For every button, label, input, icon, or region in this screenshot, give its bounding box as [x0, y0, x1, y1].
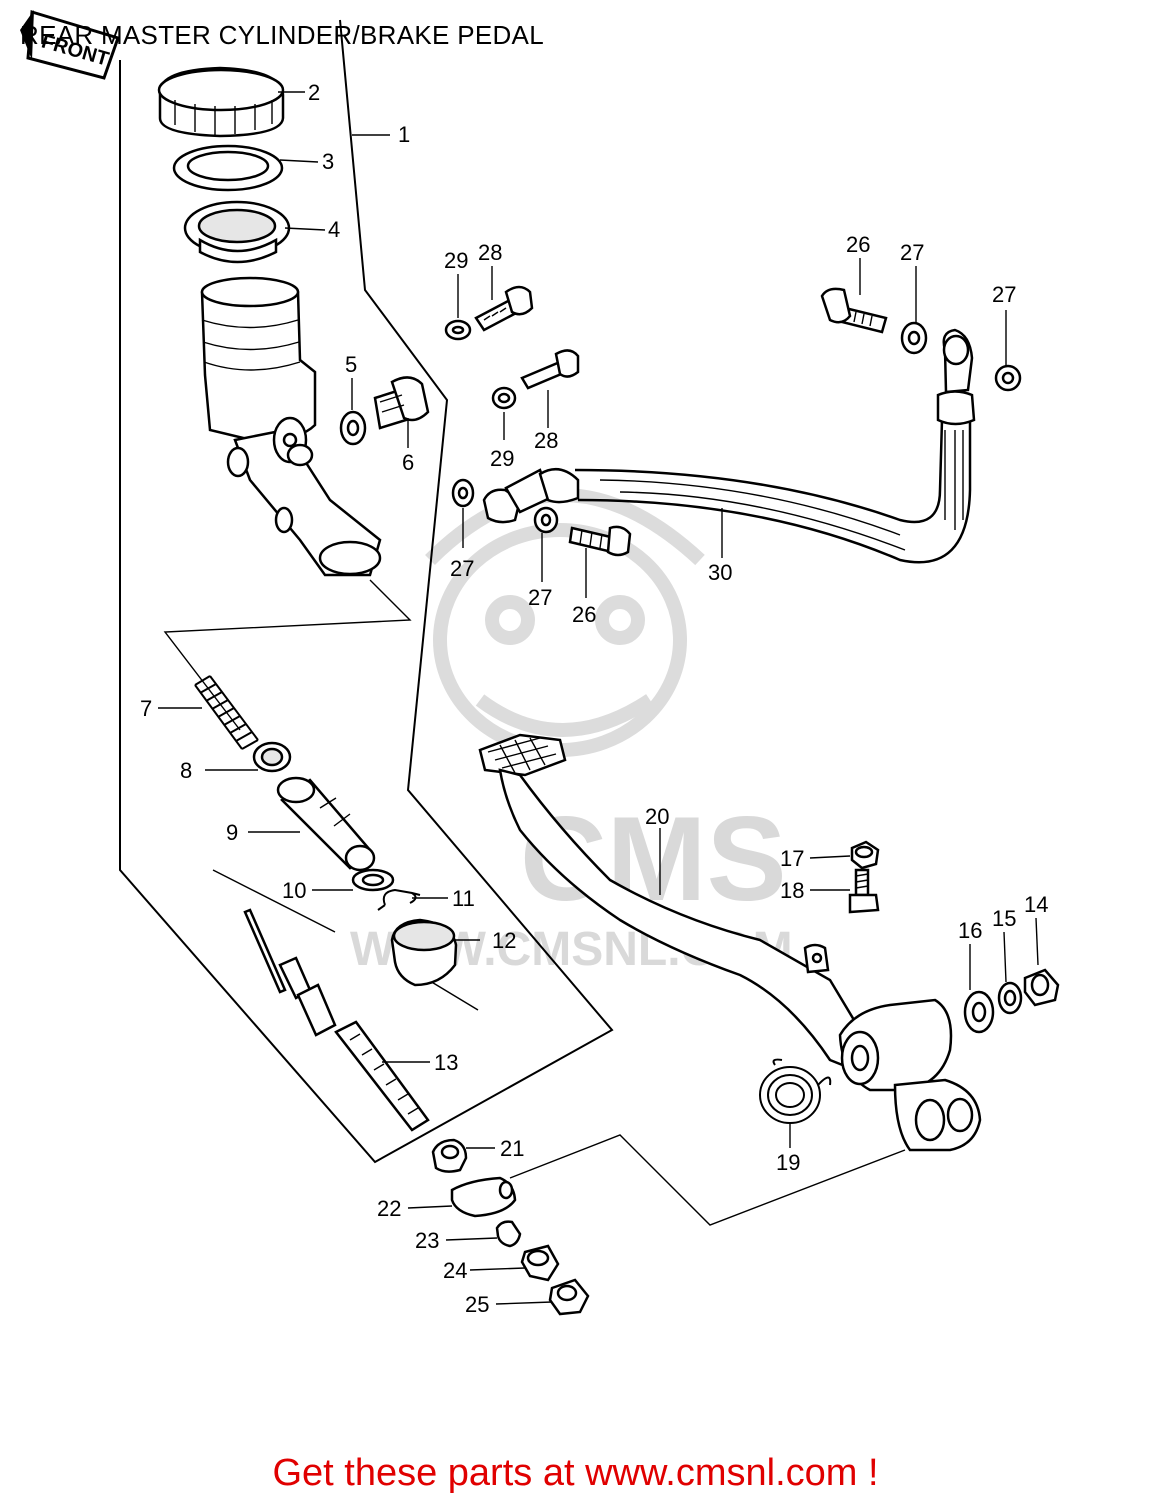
washer-27-lower-b — [533, 506, 559, 534]
callout-23: 23 — [415, 1228, 439, 1253]
diagram-title: REAR MASTER CYLINDER/BRAKE PEDAL — [20, 20, 544, 50]
callout-13: 13 — [434, 1050, 458, 1075]
footer-promo-link[interactable]: Get these parts at www.cmsnl.com ! — [272, 1452, 879, 1494]
callout-10: 10 — [282, 878, 306, 903]
pedal-washer-15 — [997, 981, 1023, 1015]
callout-27-top-right: 27 — [992, 282, 1016, 307]
diaphragm — [183, 200, 291, 264]
callout-6: 6 — [402, 450, 414, 475]
callout-9: 9 — [226, 820, 238, 845]
callout-24: 24 — [443, 1258, 467, 1283]
clevis-guide-line — [509, 1134, 906, 1226]
callout-1: 1 — [398, 122, 410, 147]
callout-7: 7 — [140, 696, 152, 721]
callout-5: 5 — [345, 352, 357, 377]
primary-cup — [252, 741, 292, 773]
brake-hose — [482, 328, 976, 564]
washer-27-right-a — [900, 321, 928, 355]
callout-3: 3 — [322, 149, 334, 174]
clevis-nut — [431, 1138, 468, 1173]
callout-28-bottom: 28 — [534, 428, 558, 453]
callout-14: 14 — [1024, 892, 1048, 917]
hex-nut — [548, 1278, 590, 1316]
pedal-return-spring — [759, 1058, 832, 1124]
watermark-mascot — [425, 488, 705, 757]
union-gasket — [339, 410, 367, 446]
callout-22: 22 — [377, 1196, 401, 1221]
assembly-outline — [119, 19, 614, 1164]
callout-8: 8 — [180, 758, 192, 783]
pushrod-guide-line — [212, 869, 336, 933]
callout-25: 25 — [465, 1292, 489, 1317]
callout-4: 4 — [328, 217, 340, 242]
callout-labels: 1 2 3 4 5 6 7 8 9 10 11 12 13 14 15 16 1… — [140, 80, 1048, 1317]
diaphragm-plate — [172, 144, 284, 192]
callout-19: 19 — [776, 1150, 800, 1175]
washer-nut — [520, 1244, 560, 1282]
callout-18: 18 — [780, 878, 804, 903]
callout-27-bottom-left: 27 — [450, 556, 474, 581]
callout-11: 11 — [452, 886, 475, 911]
callout-16: 16 — [958, 918, 982, 943]
master-cylinder-body — [200, 276, 382, 577]
banjo-bolt-lower — [568, 525, 632, 557]
washer-29-upper — [444, 319, 472, 341]
callout-28-top: 28 — [478, 240, 502, 265]
callout-21: 21 — [500, 1136, 524, 1161]
washer-27-lower-a — [451, 478, 475, 508]
callout-15: 15 — [992, 906, 1016, 931]
stopper-bolt — [848, 868, 880, 914]
stopper-nut — [850, 840, 880, 870]
pedal-nut-14 — [1023, 968, 1060, 1007]
pushrod — [243, 908, 430, 1132]
piston-washer — [351, 868, 395, 892]
washer-27-right-b — [994, 364, 1022, 392]
banjo-bolt-upper-left — [474, 285, 534, 332]
circlip — [377, 888, 421, 911]
front-direction-tag: FRONT — [20, 10, 120, 80]
callout-12: 12 — [492, 928, 516, 953]
callout-17: 17 — [780, 846, 804, 871]
reservoir-cap — [157, 66, 285, 138]
return-spring — [194, 675, 259, 750]
callout-2: 2 — [308, 80, 320, 105]
callout-20: 20 — [645, 804, 669, 829]
banjo-bolt-middle — [520, 349, 580, 390]
clevis — [450, 1176, 517, 1218]
callout-30: 30 — [708, 560, 732, 585]
callout-27-top-left: 27 — [900, 240, 924, 265]
cotter-pin — [495, 1220, 522, 1248]
callout-26-top: 26 — [846, 232, 870, 257]
callout-26-bottom: 26 — [572, 602, 596, 627]
leader-lines — [158, 91, 1039, 1305]
callout-27-bottom-right: 27 — [528, 585, 552, 610]
banjo-bolt-upper-right — [820, 287, 888, 334]
piston — [276, 776, 376, 872]
brake-pedal — [478, 733, 982, 1152]
callout-29-top: 29 — [444, 248, 468, 273]
union-fitting — [373, 376, 430, 430]
dust-boot — [390, 918, 458, 987]
callout-29-bottom: 29 — [490, 446, 514, 471]
washer-29-middle — [491, 386, 517, 410]
pedal-washer-16 — [963, 990, 995, 1034]
